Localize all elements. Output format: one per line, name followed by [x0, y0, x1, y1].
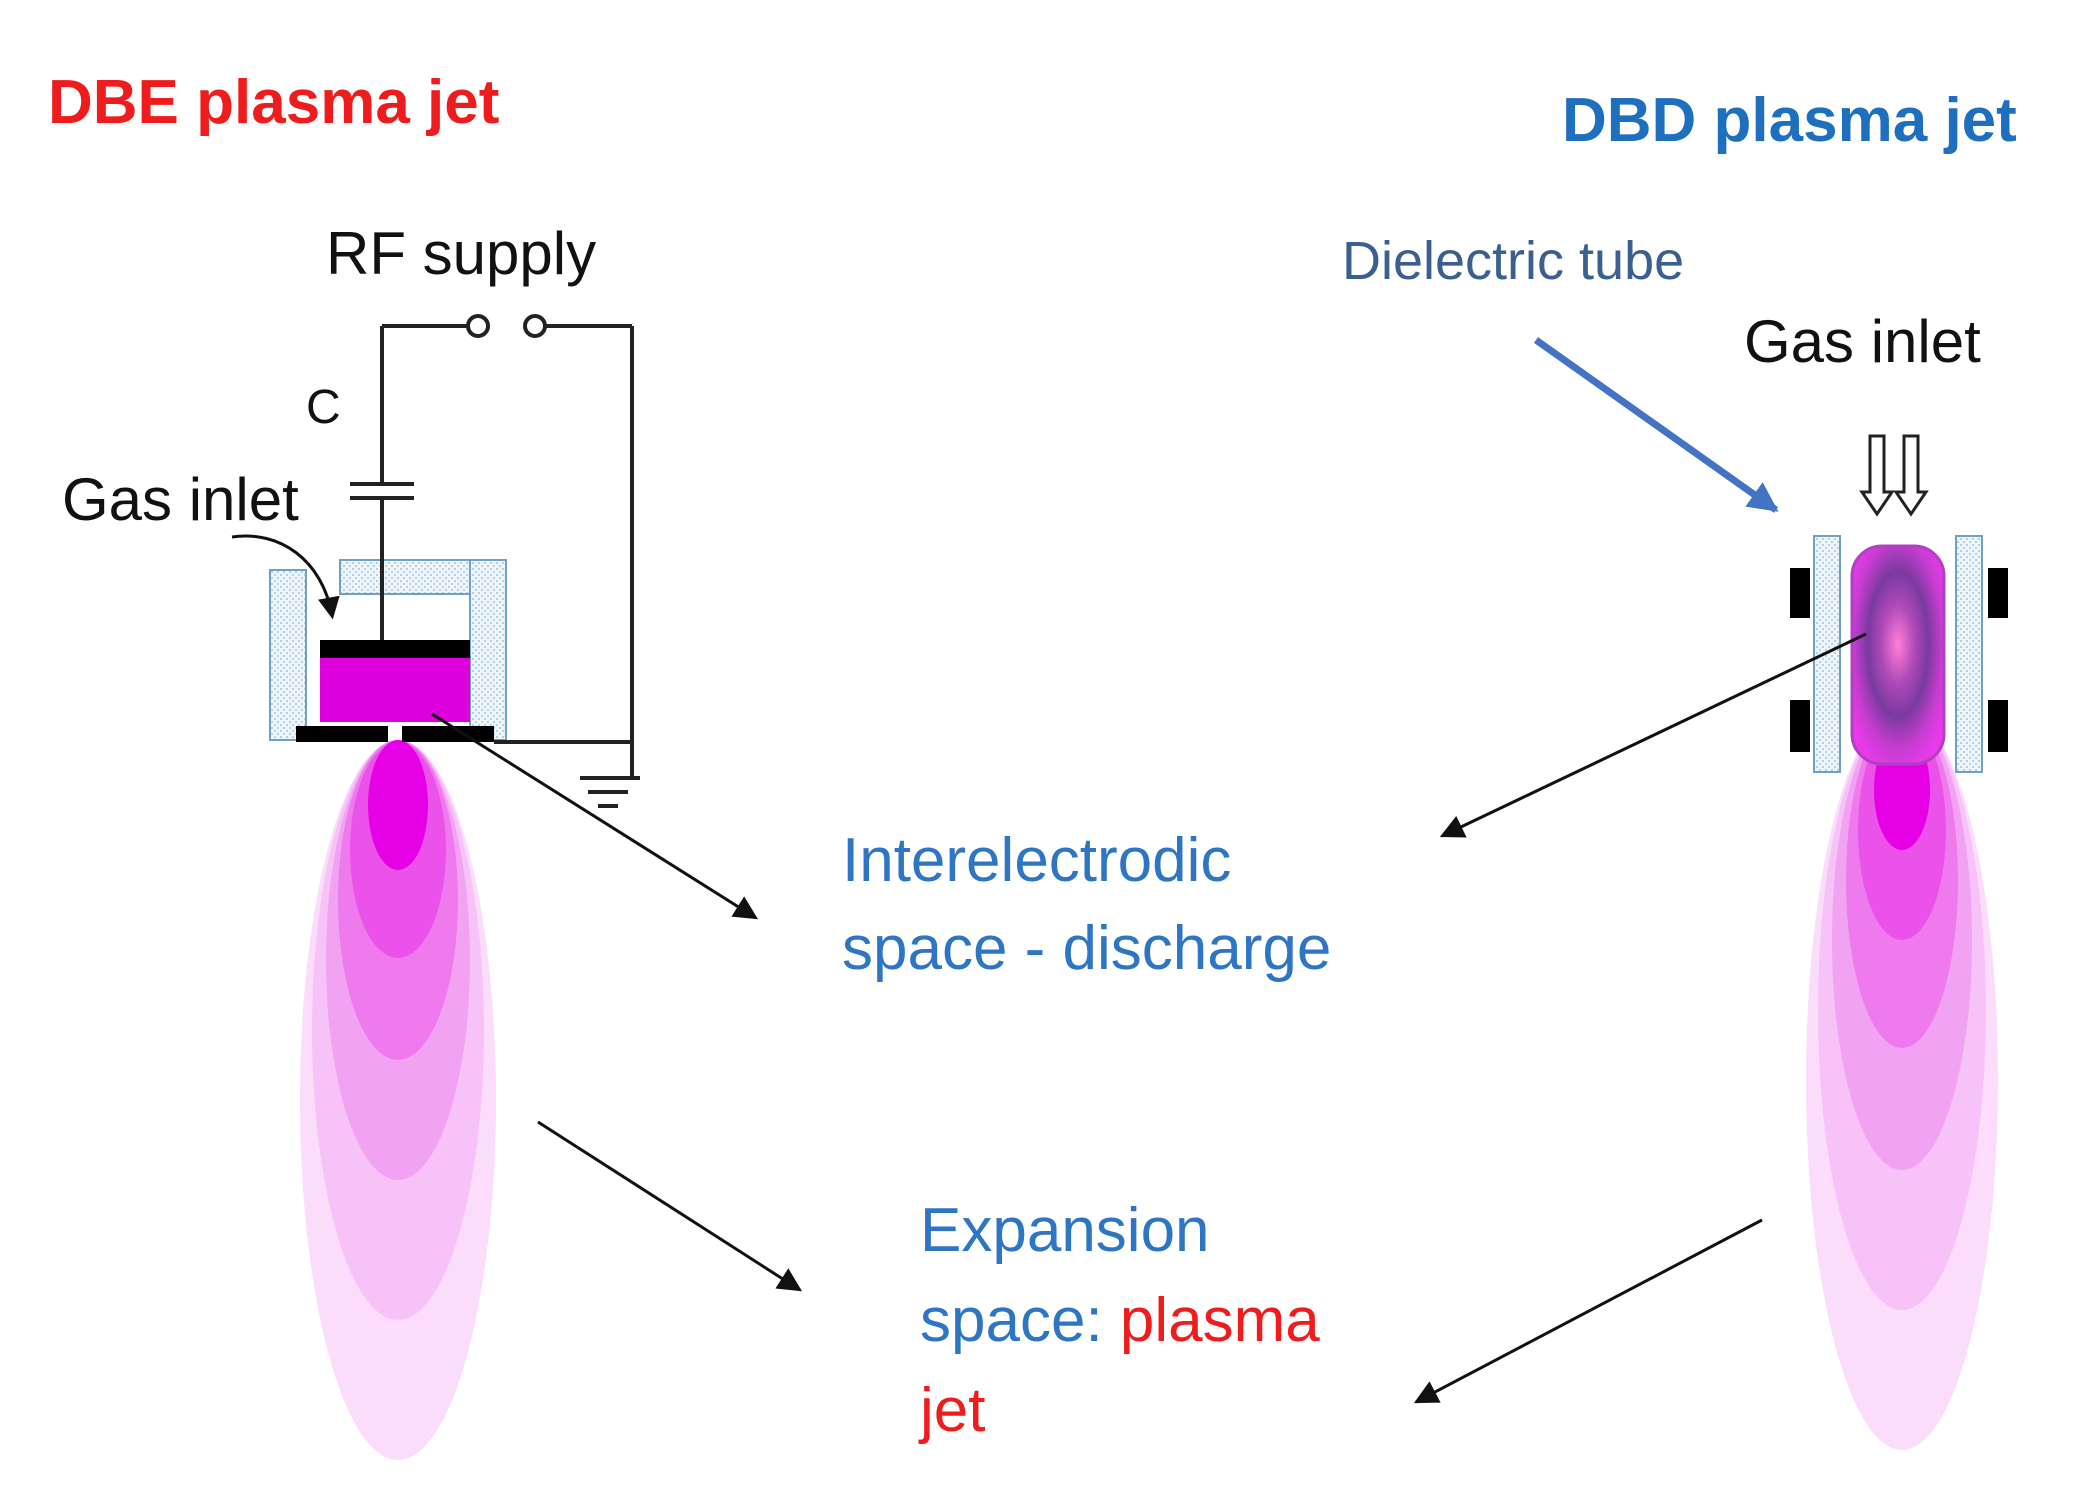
dbe-discharge-pointer-arrow: [431, 712, 759, 920]
dbd-electrode-top-right: [1988, 568, 2008, 618]
expansion-label-line1: Expansion: [920, 1196, 1210, 1265]
dbe-ground-electrode-right: [402, 726, 494, 742]
dbd-electrode-top-left: [1790, 568, 1810, 618]
rf-supply-label: RF supply: [326, 220, 597, 287]
dbe-discharge-region: [320, 658, 470, 722]
dbd-gas-inlet-label: Gas inlet: [1744, 308, 1981, 375]
dielectric-tube-arrow: [1533, 337, 1779, 513]
dielectric-tube-label: Dielectric tube: [1342, 231, 1685, 291]
expansion-plasma-text: plasma: [1119, 1286, 1320, 1355]
interelectrodic-label-line2: space - discharge: [842, 914, 1332, 983]
interelectrodic-label-line1: Interelectrodic: [842, 826, 1232, 895]
dbe-hv-electrode: [320, 640, 470, 658]
dbe-circuit: [350, 314, 640, 808]
dbe-gas-inlet-label: Gas inlet: [62, 466, 299, 533]
dbe-ground-electrode-left: [296, 726, 388, 742]
dbd-gas-flow-arrows: [1859, 434, 1929, 517]
dbd-title: DBD plasma jet: [1562, 86, 2017, 155]
dbd-jet-pointer-arrow: [1413, 1218, 1763, 1404]
capacitor-label: C: [306, 381, 341, 434]
dbe-title: DBE plasma jet: [48, 68, 500, 137]
dbe-jet-pointer-arrow: [537, 1120, 803, 1292]
dbd-electrode-bottom-left: [1790, 700, 1810, 752]
dbe-reactor-body: [269, 559, 507, 742]
expansion-label-line2: space: plasma: [920, 1290, 1320, 1352]
expansion-space-text: space:: [920, 1286, 1120, 1355]
dbd-discharge-pointer-arrow: [1439, 632, 1867, 838]
expansion-label-line3: jet: [920, 1376, 986, 1445]
dbe-gas-inlet-arrow: [231, 534, 340, 620]
dbe-plasma-plume: [300, 740, 496, 1460]
dbd-discharge-chamber: [1850, 544, 1946, 766]
dbd-dielectric-wall-right: [1955, 535, 1983, 773]
dbd-plasma-plume: [1806, 710, 1998, 1450]
dbd-electrode-bottom-right: [1988, 700, 2008, 752]
